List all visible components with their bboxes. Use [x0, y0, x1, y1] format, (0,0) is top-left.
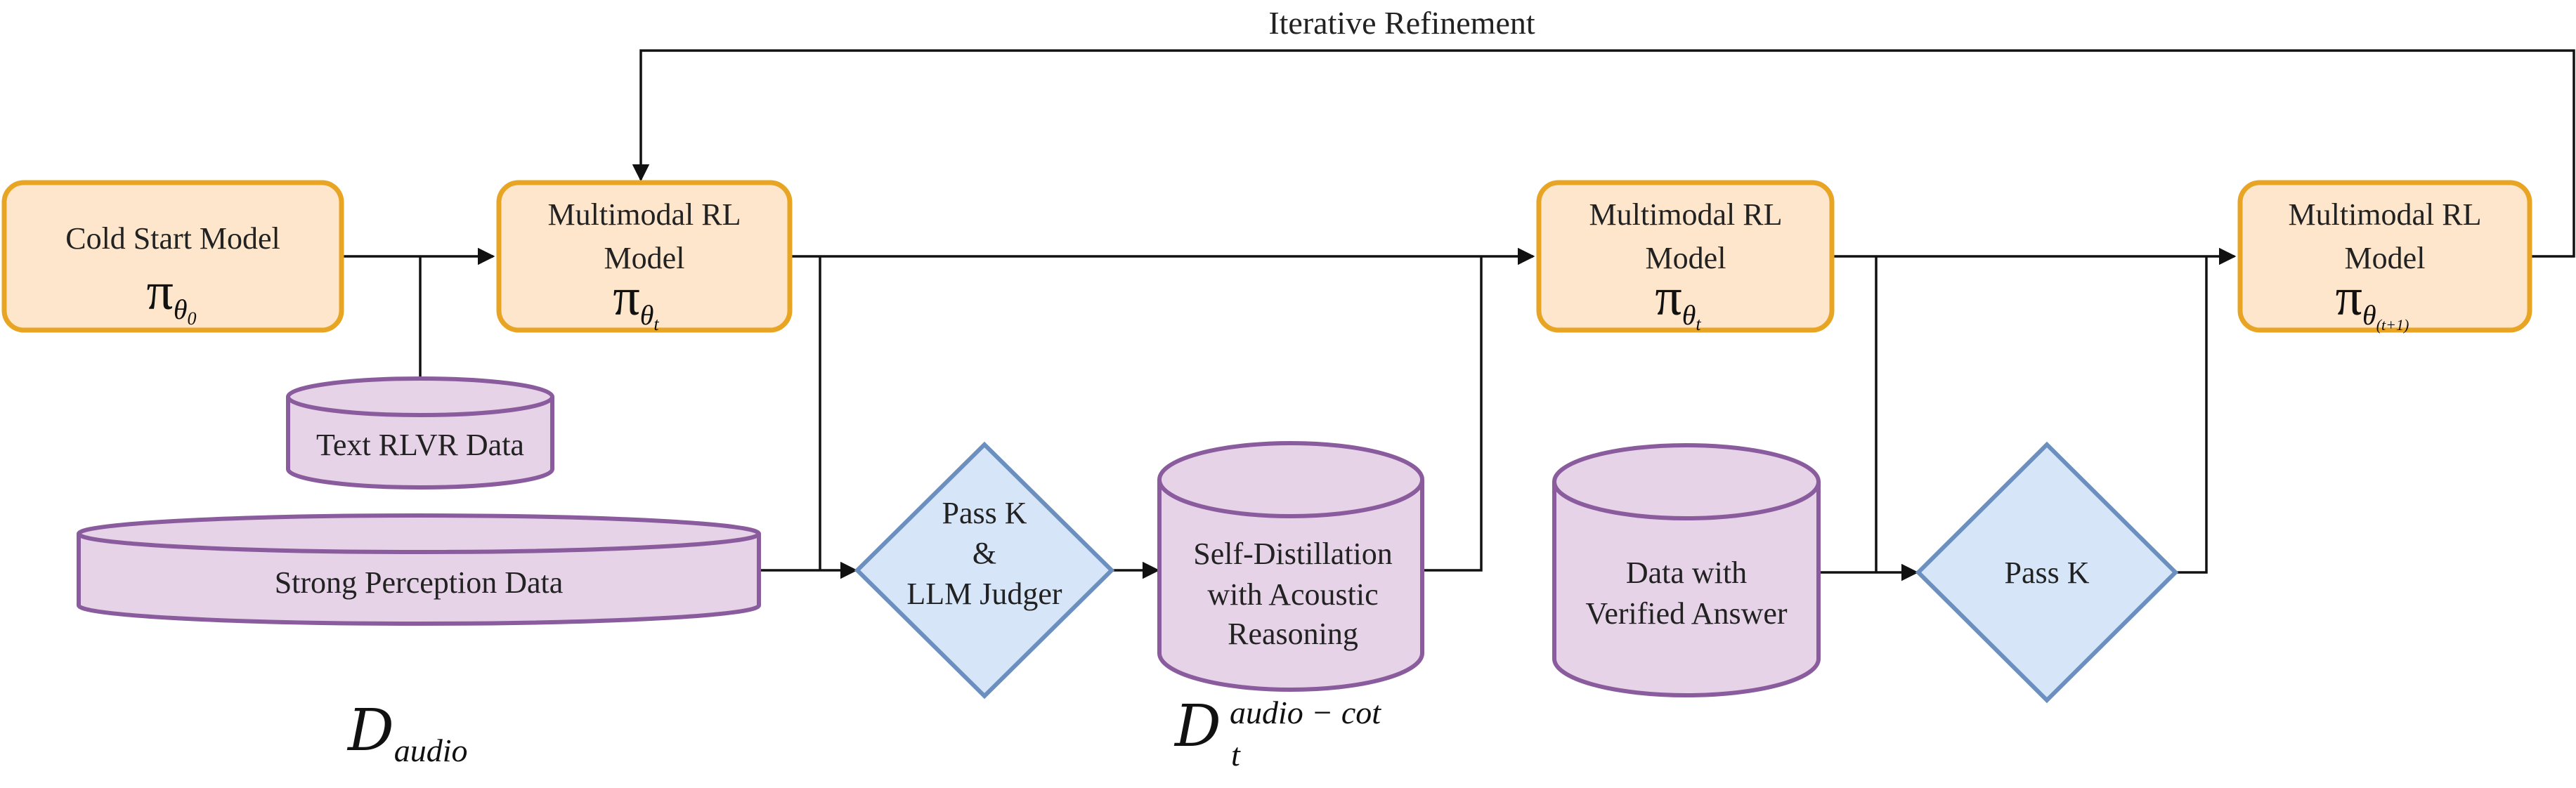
- rl-model-2-policy-symbol: πθt: [1655, 268, 1701, 334]
- d-audio-cot-symbol: D audio − cot t: [1173, 693, 1381, 773]
- multimodal-rl-model-1: Multimodal RL Model πθt: [496, 180, 793, 334]
- rl-model-3-policy-symbol: πθ(t+1): [2336, 268, 2409, 334]
- rl-model-2-label-line1: Multimodal RL: [1589, 197, 1783, 232]
- strong-perception-data-cylinder: Strong Perception Data: [77, 513, 761, 626]
- svg-text:D: D: [1173, 693, 1221, 760]
- self-distillation-label-line1: Self-Distillation: [1193, 537, 1393, 571]
- rl-model-3-label-line2: Model: [2345, 241, 2426, 275]
- verified-data-label-line2: Verified Answer: [1585, 596, 1787, 631]
- pass-k-judger-line2: &: [972, 536, 996, 570]
- strong-perception-data-label: Strong Perception Data: [275, 565, 564, 600]
- pass-k-judger-line1: Pass K: [942, 496, 1027, 530]
- self-distillation-cylinder: Self-Distillation with Acoustic Reasonin…: [1157, 441, 1424, 692]
- pass-k-label: Pass K: [2004, 556, 2089, 590]
- svg-text:audio − cot: audio − cot: [1230, 695, 1381, 730]
- rl-model-1-policy-symbol: πθt: [613, 268, 659, 334]
- distillation-to-rl2-connector: [1424, 256, 1483, 572]
- d-audio-symbol: Daudio: [346, 697, 468, 768]
- rl-model-3-label-line1: Multimodal RL: [2289, 197, 2482, 232]
- multimodal-rl-model-3: Multimodal RL Model πθ(t+1): [2237, 180, 2532, 334]
- svg-text:t: t: [1231, 737, 1241, 773]
- rl-model-1-label-line1: Multimodal RL: [548, 197, 741, 232]
- text-rlvr-data-label: Text RLVR Data: [316, 428, 524, 462]
- rl-model-1-label-line2: Model: [604, 241, 685, 275]
- verified-answer-data-cylinder: Data with Verified Answer: [1552, 443, 1821, 697]
- text-rlvr-data-cylinder: Text RLVR Data: [286, 376, 554, 490]
- pass-k-llm-judger-diamond: Pass K & LLM Judger: [854, 441, 1115, 700]
- pass-k-judger-line3: LLM Judger: [906, 577, 1062, 611]
- iterative-refinement-label: Iterative Refinement: [1268, 5, 1535, 41]
- cold-start-model: Cold Start Model πθ0: [1, 180, 344, 333]
- cold-start-model-label: Cold Start Model: [65, 221, 280, 256]
- self-distillation-label-line2: with Acoustic: [1207, 577, 1378, 612]
- pass-k-diamond: Pass K: [1915, 441, 2179, 704]
- rl-model-2-label-line2: Model: [1646, 241, 1726, 275]
- verified-data-label-line1: Data with: [1626, 556, 1747, 590]
- self-distillation-label-line3: Reasoning: [1228, 617, 1358, 651]
- multimodal-rl-model-2: Multimodal RL Model πθt: [1536, 180, 1835, 334]
- passk-to-rl3-connector: [2175, 256, 2208, 574]
- cold-start-policy-symbol: πθ0: [146, 262, 196, 329]
